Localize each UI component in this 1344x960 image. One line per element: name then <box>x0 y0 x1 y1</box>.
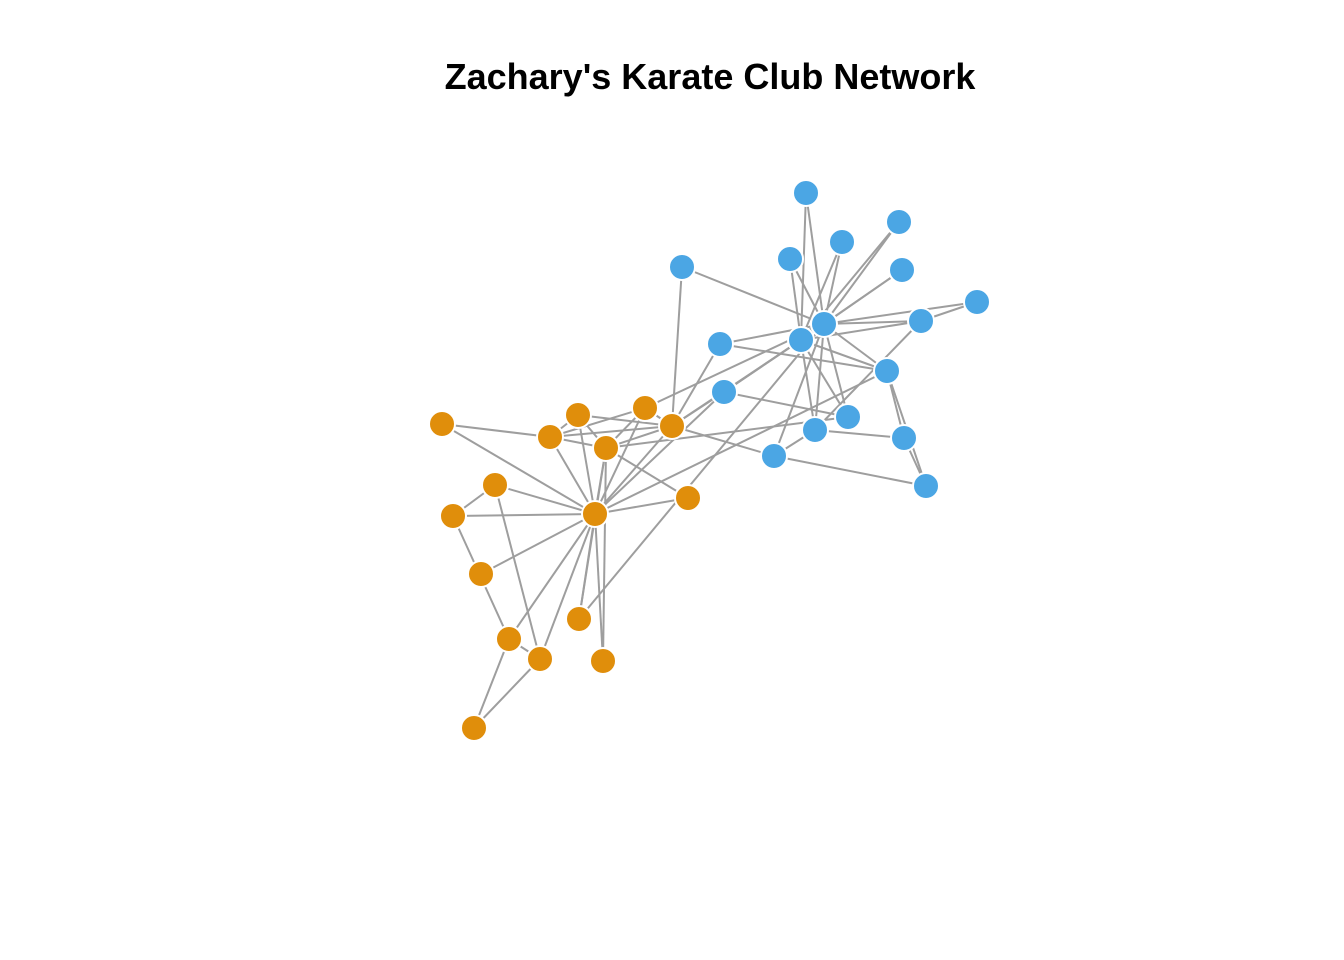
edge-1-6 <box>508 513 596 640</box>
edge-25-28 <box>773 455 927 487</box>
node-17 <box>460 714 488 742</box>
node-8 <box>564 401 592 429</box>
node-4 <box>536 423 564 451</box>
node-5 <box>481 471 509 499</box>
edge-1-22 <box>594 513 604 662</box>
edge-31-33 <box>800 339 849 418</box>
edge-3-10 <box>671 266 683 427</box>
edge-30-34 <box>823 320 922 325</box>
plot-title: Zachary's Karate Club Network <box>444 56 976 97</box>
edge-3-8 <box>577 414 673 427</box>
node-19 <box>776 245 804 273</box>
edge-1-4 <box>549 436 596 515</box>
edge-24-26 <box>814 429 905 439</box>
edge-20-34 <box>578 323 825 620</box>
node-layer <box>428 179 991 742</box>
edge-9-31 <box>723 391 849 418</box>
node-32 <box>873 357 901 385</box>
edge-3-28 <box>671 425 775 457</box>
edge-3-4 <box>549 425 673 438</box>
edge-21-34 <box>823 269 903 325</box>
node-10 <box>668 253 696 281</box>
edge-24-33 <box>800 339 816 431</box>
edge-32-33 <box>800 339 888 372</box>
node-12 <box>467 560 495 588</box>
node-7 <box>526 645 554 673</box>
node-18 <box>674 484 702 512</box>
edge-16-33 <box>800 241 843 341</box>
node-20 <box>565 605 593 633</box>
edge-1-5 <box>494 484 596 515</box>
node-3 <box>658 412 686 440</box>
edge-10-34 <box>681 266 825 325</box>
edge-15-33 <box>800 192 807 341</box>
node-23 <box>885 208 913 236</box>
node-9 <box>710 378 738 406</box>
node-22 <box>589 647 617 675</box>
edge-1-12 <box>480 513 596 575</box>
node-6 <box>495 625 523 653</box>
edge-24-30 <box>814 320 922 431</box>
edge-27-34 <box>823 301 978 325</box>
edge-6-17 <box>473 638 510 729</box>
edge-31-34 <box>823 323 849 418</box>
edge-4-14 <box>549 407 646 438</box>
node-25 <box>912 472 940 500</box>
edge-1-8 <box>577 414 596 515</box>
edge-1-18 <box>594 497 689 515</box>
edge-1-14 <box>594 407 646 515</box>
node-30 <box>907 307 935 335</box>
node-29 <box>706 330 734 358</box>
edge-24-34 <box>814 323 825 431</box>
node-27 <box>963 288 991 316</box>
edge-2-20 <box>578 447 607 620</box>
node-21 <box>888 256 916 284</box>
edge-23-34 <box>823 221 900 325</box>
node-1 <box>581 500 609 528</box>
edge-1-9 <box>594 391 725 515</box>
edge-1-7 <box>539 513 596 660</box>
edge-2-22 <box>602 447 607 662</box>
node-13 <box>428 410 456 438</box>
node-11 <box>439 502 467 530</box>
node-33 <box>787 326 815 354</box>
edge-5-7 <box>494 484 541 660</box>
node-16 <box>828 228 856 256</box>
edge-4-13 <box>441 423 551 438</box>
node-26 <box>890 424 918 452</box>
edge-1-13 <box>441 423 596 515</box>
edge-1-32 <box>594 370 888 515</box>
edge-15-34 <box>805 192 825 325</box>
node-14 <box>631 394 659 422</box>
node-34 <box>810 310 838 338</box>
edge-1-11 <box>452 513 596 517</box>
node-31 <box>834 403 862 431</box>
edge-2-18 <box>605 447 689 499</box>
node-2 <box>592 434 620 462</box>
edge-29-32 <box>719 343 888 372</box>
edge-7-17 <box>473 658 541 729</box>
node-28 <box>760 442 788 470</box>
node-15 <box>792 179 820 207</box>
node-24 <box>801 416 829 444</box>
